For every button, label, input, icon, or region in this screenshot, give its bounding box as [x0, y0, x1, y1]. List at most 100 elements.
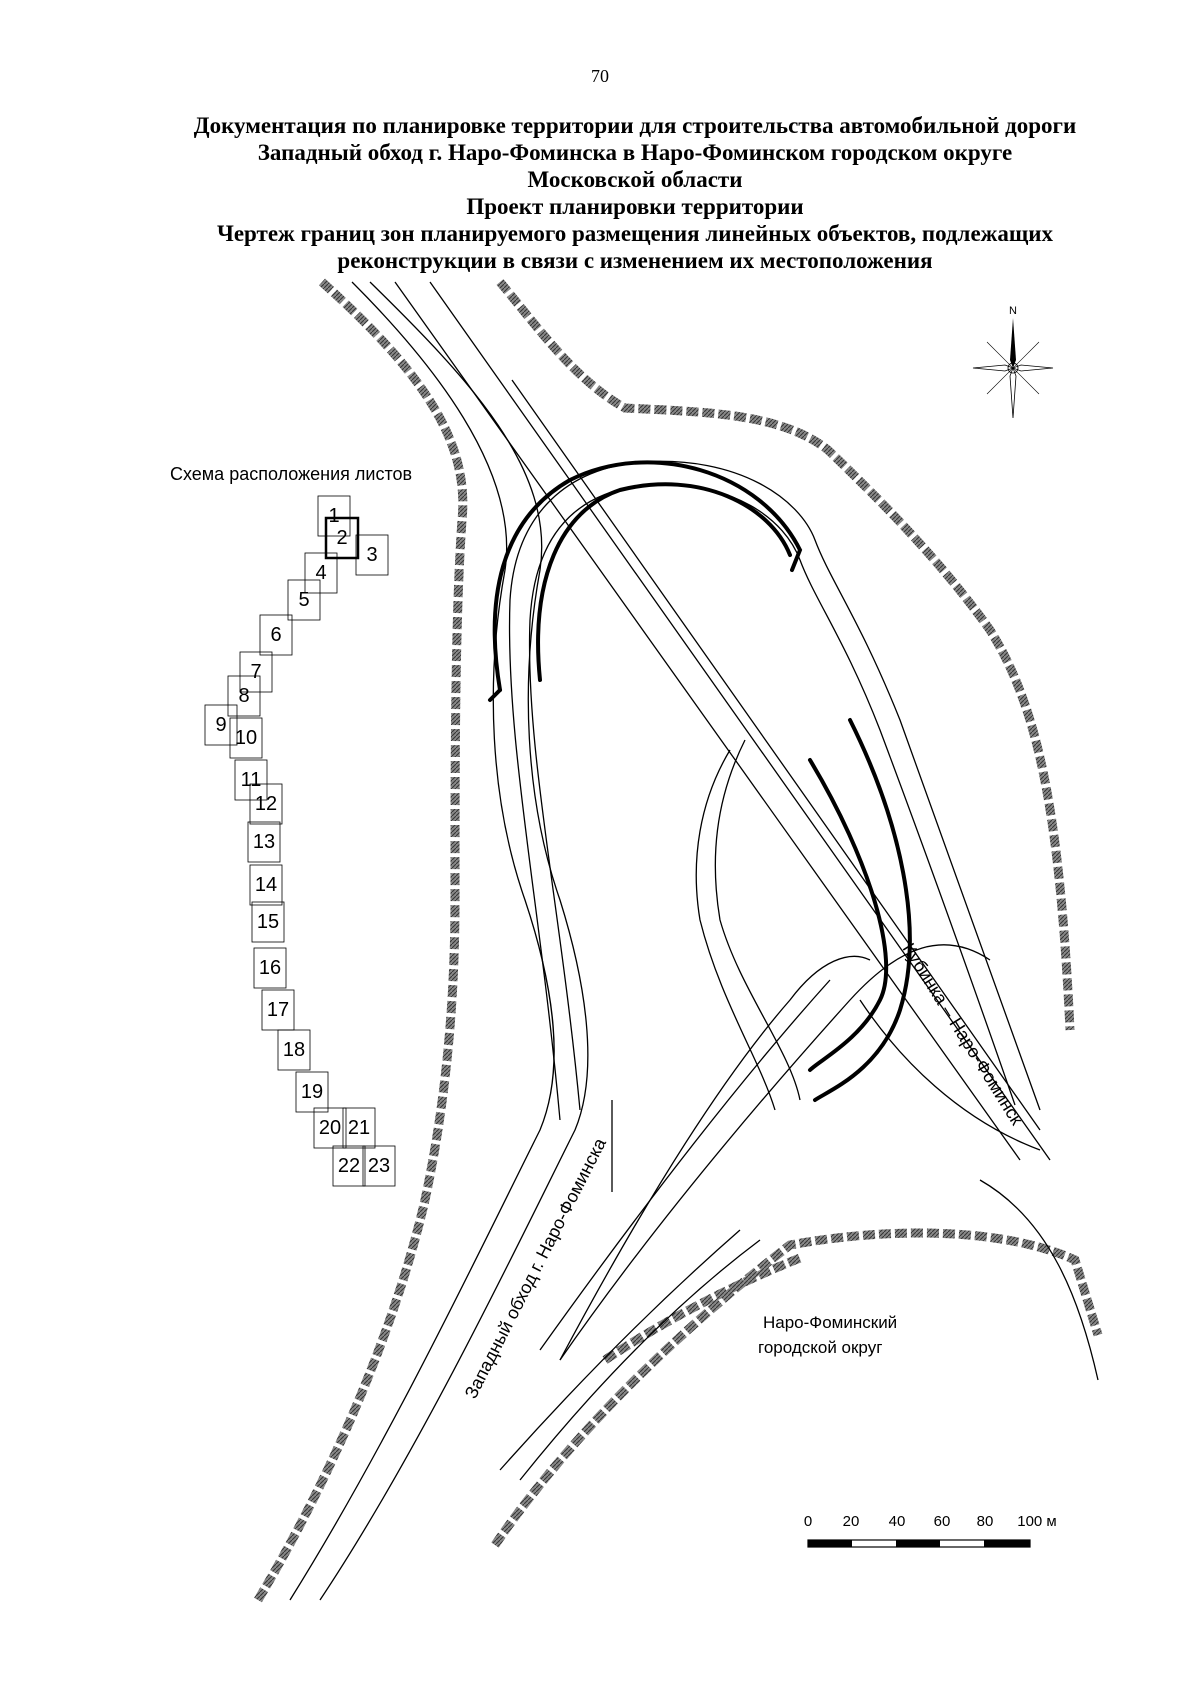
compass-rose: N	[972, 305, 1054, 419]
page-number: 70	[591, 66, 609, 86]
sheet-box-22: 22	[332, 1145, 366, 1187]
title-line-5: Чертеж границ зон планируемого размещени…	[216, 221, 1054, 246]
sheet-number: 2	[336, 527, 347, 549]
reconstructed-objects	[488, 460, 912, 1102]
road-bypass-east-b	[499, 1229, 741, 1471]
ramp-inner-b	[714, 739, 801, 1101]
sheet-box-frame	[295, 1071, 329, 1113]
ramp-south-b	[979, 1179, 1099, 1381]
ramp-loop-outer	[508, 460, 1041, 1121]
sheet-box-21: 21	[342, 1107, 376, 1149]
ramp-inner-a	[695, 749, 776, 1111]
scale-tick-60: 60	[934, 1513, 951, 1530]
sheet-box-20: 20	[313, 1107, 347, 1149]
road-kubinka-inner	[511, 379, 1041, 1131]
sheet-number: 1	[328, 505, 339, 527]
reconstructed-object-2	[488, 688, 502, 702]
document-title: Документация по планировке территории дл…	[0, 112, 1200, 274]
sheet-number: 18	[283, 1039, 305, 1061]
title-line-6: реконструкции в связи с изменением их ме…	[337, 248, 933, 273]
ramp-south-a	[559, 955, 871, 1361]
scale-seg-3	[896, 1540, 940, 1547]
sheet-box-4: 4	[304, 552, 338, 594]
sheet-box-3: 3	[355, 534, 389, 576]
zone-boundary-north	[496, 279, 1075, 1031]
zone-boundary-west	[254, 278, 468, 1603]
zone-boundary-sw	[602, 1253, 802, 1364]
sheet-number: 4	[315, 562, 326, 584]
sheet-box-frame	[313, 1107, 347, 1149]
sheet-number: 19	[301, 1081, 323, 1103]
sheet-box-5: 5	[287, 579, 321, 621]
scale-bar: 0 20 40 60 80 100 м	[804, 1513, 1057, 1548]
sheet-box-frame	[332, 1145, 366, 1187]
sheet-number: 17	[267, 999, 289, 1021]
sheet-box-frame	[204, 704, 238, 746]
sheet-number: 23	[368, 1155, 390, 1177]
sheet-box-frame	[247, 821, 281, 863]
title-line-1: Документация по планировке территории дл…	[193, 113, 1077, 138]
sheet-number: 8	[238, 685, 249, 707]
title-line-4: Проект планировки территории	[466, 194, 804, 219]
sheet-number: 10	[235, 727, 257, 749]
sheet-box-frame	[304, 552, 338, 594]
sheet-box-frame	[342, 1107, 376, 1149]
sheet-box-9: 9	[204, 704, 238, 746]
sheet-number: 9	[215, 714, 226, 736]
road-kubinka-edge-b	[429, 281, 1051, 1161]
road-label-kubinka: Кубинка – Наро-Фоминск	[899, 940, 1027, 1129]
sheet-box-frame	[253, 947, 287, 989]
sheet-box-12: 12	[249, 783, 283, 825]
sheet-number: 21	[348, 1117, 370, 1139]
zone-boundary-south	[491, 1228, 1103, 1548]
sheet-number: 7	[250, 661, 261, 683]
sheet-number: 16	[259, 957, 281, 979]
sheet-box-11: 11	[234, 759, 268, 801]
reconstructed-object-3	[536, 482, 792, 682]
road-lines	[289, 281, 1099, 1601]
sheet-scheme-title: Схема расположения листов	[170, 464, 412, 484]
sheet-box-frame	[249, 864, 283, 906]
sheet-box-17: 17	[261, 989, 295, 1031]
sheet-box-15: 15	[251, 901, 285, 943]
sheet-box-13: 13	[247, 821, 281, 863]
sheet-scheme: Схема расположения листов 12345678910111…	[170, 464, 412, 1187]
road-bypass-west-b	[289, 281, 555, 1601]
sheet-box-14: 14	[249, 864, 283, 906]
scale-tick-100: 100 м	[1017, 1513, 1057, 1530]
road-label-western-bypass: Западный обход г. Наро-Фоминска	[461, 1134, 611, 1402]
sheet-box-frame	[324, 516, 360, 560]
sheet-box-frame	[234, 759, 268, 801]
sheet-box-1: 1	[317, 495, 351, 537]
sheet-number: 20	[319, 1117, 341, 1139]
scale-tick-20: 20	[843, 1513, 860, 1530]
scale-tick-0: 0	[804, 1513, 812, 1530]
sheet-box-frame	[249, 783, 283, 825]
sheet-box-8: 8	[227, 675, 261, 717]
sheet-number: 13	[253, 831, 275, 853]
road-kubinka-edge-a	[394, 281, 1021, 1161]
scale-seg-5	[984, 1540, 1030, 1547]
sheet-number: 22	[338, 1155, 360, 1177]
scale-seg-1	[808, 1540, 852, 1547]
sheet-number: 5	[298, 589, 309, 611]
sheet-box-23: 23	[362, 1145, 396, 1187]
sheet-box-frame	[251, 901, 285, 943]
sheet-box-frame	[362, 1145, 396, 1187]
scale-tick-80: 80	[977, 1513, 994, 1530]
sheet-box-2: 2	[324, 516, 360, 560]
sheet-box-7: 7	[239, 651, 273, 693]
sheet-box-frame	[227, 675, 261, 717]
sheet-box-16: 16	[253, 947, 287, 989]
sheet-box-10: 10	[229, 717, 263, 759]
reconstructed-object-5	[813, 718, 912, 1102]
sheet-number: 6	[270, 624, 281, 646]
sheet-box-6: 6	[259, 614, 293, 656]
sheet-number: 15	[257, 911, 279, 933]
sheet-box-frame	[277, 1029, 311, 1071]
sheet-number: 11	[241, 769, 262, 791]
ramp-connector-b	[539, 979, 831, 1351]
sheet-number: 12	[255, 793, 277, 815]
title-line-3: Московской области	[527, 167, 743, 192]
